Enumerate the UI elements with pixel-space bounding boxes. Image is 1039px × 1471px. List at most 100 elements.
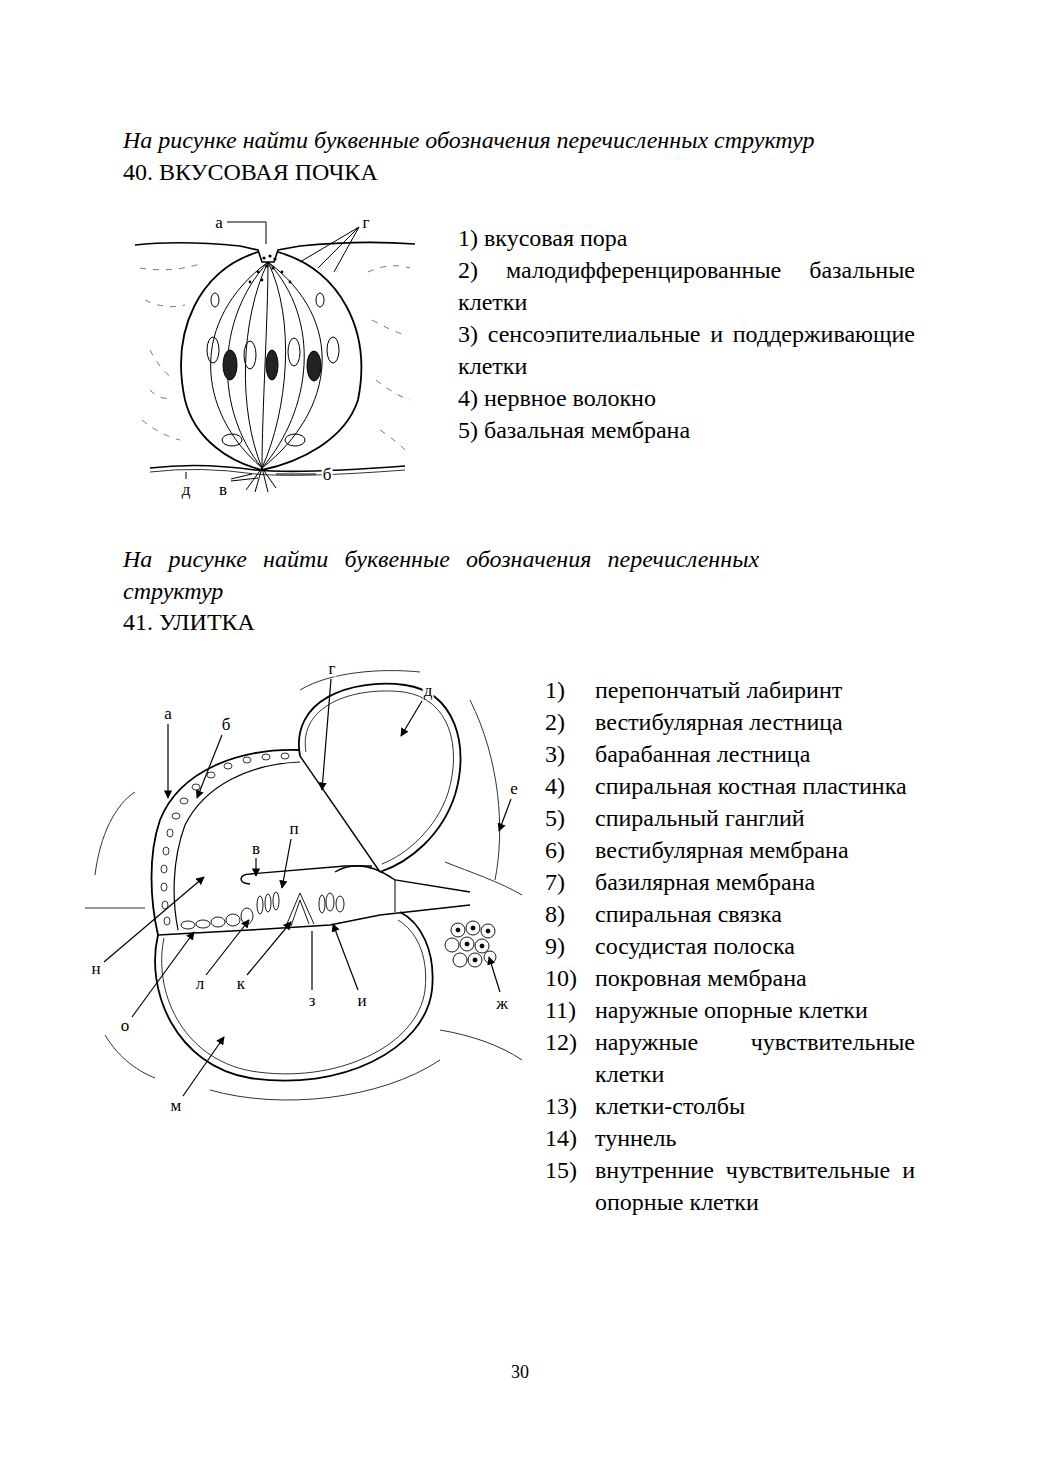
callout-letter: л (195, 975, 205, 992)
list-number: 8) (545, 898, 595, 930)
section-heading: 41. УЛИТКА (123, 608, 255, 637)
outer-support-cells (181, 908, 253, 929)
leader-arrows (322, 679, 331, 790)
list-number: 14) (545, 1122, 595, 1154)
callout-letter: а (163, 705, 173, 722)
nerve-fibers (246, 468, 276, 492)
spiral-ganglion (481, 924, 495, 938)
leader-lines (186, 222, 359, 481)
list-number: 6) (545, 834, 595, 866)
ligament-cells (172, 813, 180, 819)
tectorial-membrane (241, 866, 372, 884)
nuclei (285, 434, 305, 446)
leader-arrows (247, 922, 291, 975)
leader-arrows (333, 924, 358, 990)
spiral-ganglion (456, 928, 460, 932)
pore-granules (273, 257, 276, 260)
callout-letter: в (251, 840, 261, 857)
callout-letter: з (308, 992, 317, 1009)
pore-granules (257, 271, 260, 274)
taste-bud-drawing (135, 222, 415, 492)
spiral-lamina (395, 880, 396, 912)
spiral-ganglion (475, 939, 489, 953)
instruction-text: На рисунке найти буквенные обозначения п… (123, 543, 759, 607)
bud-cells (211, 262, 268, 468)
ligament-cells (207, 772, 215, 778)
list-number: 7) (545, 866, 595, 898)
leader-arrows (104, 679, 511, 1096)
ligament-cells (161, 883, 167, 891)
page-number: 30 (511, 1362, 529, 1384)
list-item: спиральная костная пластинка (595, 770, 915, 802)
basal-membrane (150, 465, 405, 471)
leader-arrows (104, 877, 204, 962)
pore-granules (281, 271, 284, 274)
pore-granules (249, 281, 252, 284)
outer-support-cells (196, 920, 210, 928)
spiral-ganglion (445, 921, 496, 967)
list-item: базилярная мембрана (595, 866, 915, 898)
bud-cells (262, 262, 286, 468)
spiral-ganglion (453, 953, 467, 967)
list-row: 10)покровная мембрана (545, 962, 915, 994)
list-item: 1) вкусовая пора (458, 222, 915, 254)
leader-arrows (255, 858, 256, 876)
ligament-cells (167, 829, 173, 837)
outer-support-cells (181, 921, 195, 929)
ligament-cells (192, 784, 200, 790)
ligament-cells (224, 763, 232, 769)
list-item: спиральная связка (595, 898, 915, 930)
list-row: 2)вестибулярная лестница (545, 706, 915, 738)
list-item: сосудистая полоска (595, 930, 915, 962)
pore-granules (262, 256, 265, 259)
pore-granules (265, 264, 268, 267)
list-number: 4) (545, 770, 595, 802)
connective-tissue (372, 320, 405, 335)
leader-arrows (206, 920, 249, 975)
stria-vascularis (174, 762, 300, 930)
connective-tissue (376, 380, 410, 400)
spiral-ligament (152, 750, 301, 935)
list-row: 12)наружные чувствительные клетки (545, 1026, 915, 1090)
list-item: вестибулярная лестница (595, 706, 915, 738)
spiral-ganglion (473, 958, 477, 962)
ligament-cells (161, 865, 167, 873)
leader-arrows (499, 799, 511, 831)
list-row: 5)спиральный ганглий (545, 802, 915, 834)
bone-contours (210, 1060, 440, 1100)
list-item: внутренние чувствительные и опорные клет… (595, 1154, 915, 1218)
organ-of-corti (291, 900, 309, 926)
leader-lines (231, 478, 258, 481)
bone-contours (300, 671, 420, 690)
list-number: 11) (545, 994, 595, 1026)
callout-letter: к (236, 975, 246, 992)
leader-lines (227, 222, 266, 244)
connective-tissue (142, 420, 180, 440)
callout-letter: и (356, 992, 367, 1009)
list-number: 1) (545, 674, 595, 706)
list-number: 13) (545, 1090, 595, 1122)
list-item: 3) сенсоэпителиальные и поддерживающие к… (458, 318, 915, 382)
organ-of-corti (286, 893, 314, 926)
nuclei (207, 293, 339, 446)
callout-letter: г (328, 660, 337, 677)
pore-granules (268, 254, 271, 257)
list-row: 1)перепончатый лабиринт (545, 674, 915, 706)
spiral-ganglion (480, 944, 484, 948)
bud-cells (262, 262, 322, 468)
nuclei (266, 350, 278, 380)
callout-letter: г (362, 214, 371, 231)
outer-support-cells (226, 914, 240, 926)
structure-list: 1)перепончатый лабиринт2)вестибулярная л… (545, 674, 915, 1218)
instruction-text: На рисунке найти буквенные обозначения п… (123, 126, 814, 155)
callout-letter: в (218, 481, 228, 498)
list-item: наружные чувствительные клетки (595, 1026, 915, 1090)
connective-tissue (368, 266, 410, 272)
callout-letter: д (181, 481, 192, 498)
spiral-ganglion (466, 921, 480, 935)
spiral-ganglion (451, 923, 465, 937)
list-item: 4) нервное волокно (458, 382, 915, 414)
leader-lines (276, 474, 316, 475)
list-row: 7)базилярная мембрана (545, 866, 915, 898)
